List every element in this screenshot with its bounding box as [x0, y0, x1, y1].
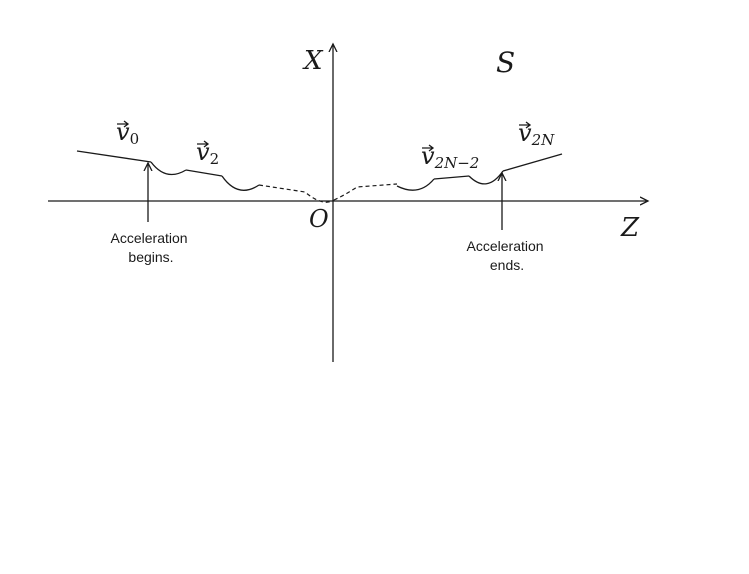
trajectory-arc-2: [221, 175, 260, 191]
trajectory-arc-3: [396, 178, 435, 191]
trajectory-arc-1: [150, 161, 187, 176]
x-axis-label: X: [302, 46, 324, 76]
svg-text:v2: v2: [196, 138, 219, 168]
trajectory-segment-v0: [76, 150, 152, 163]
velocity-label-v2n-2: v2N−2: [421, 142, 479, 172]
svg-text:v2N: v2N: [518, 119, 555, 149]
trajectory-segment-v2: [185, 169, 223, 177]
velocity-label-v0: v0: [116, 118, 139, 148]
trajectory-arc-4: [468, 170, 504, 185]
velocity-label-v2n: v2N: [518, 119, 555, 149]
svg-text:v2N−2: v2N−2: [421, 142, 479, 172]
frame-label: S: [496, 46, 515, 79]
trajectory-dashed-left: [258, 184, 335, 203]
trajectory-dashed-right: [333, 183, 398, 201]
vector-arrow-icon: [197, 140, 210, 148]
acceleration-ends-label: Acceleration ends.: [467, 238, 548, 273]
svg-text:v0: v0: [116, 118, 139, 148]
vector-arrow-icon: [117, 120, 130, 128]
z-axis-label: Z: [620, 213, 640, 243]
vector-arrow-icon: [519, 121, 532, 129]
origin-label: O: [309, 205, 329, 233]
trajectory-segment-v2n-2: [433, 175, 470, 180]
acceleration-begins-label: Acceleration begins.: [111, 230, 192, 265]
velocity-label-v2: v2: [196, 138, 219, 168]
trajectory-segment-v2n: [502, 153, 563, 172]
vector-arrow-icon: [422, 144, 435, 152]
